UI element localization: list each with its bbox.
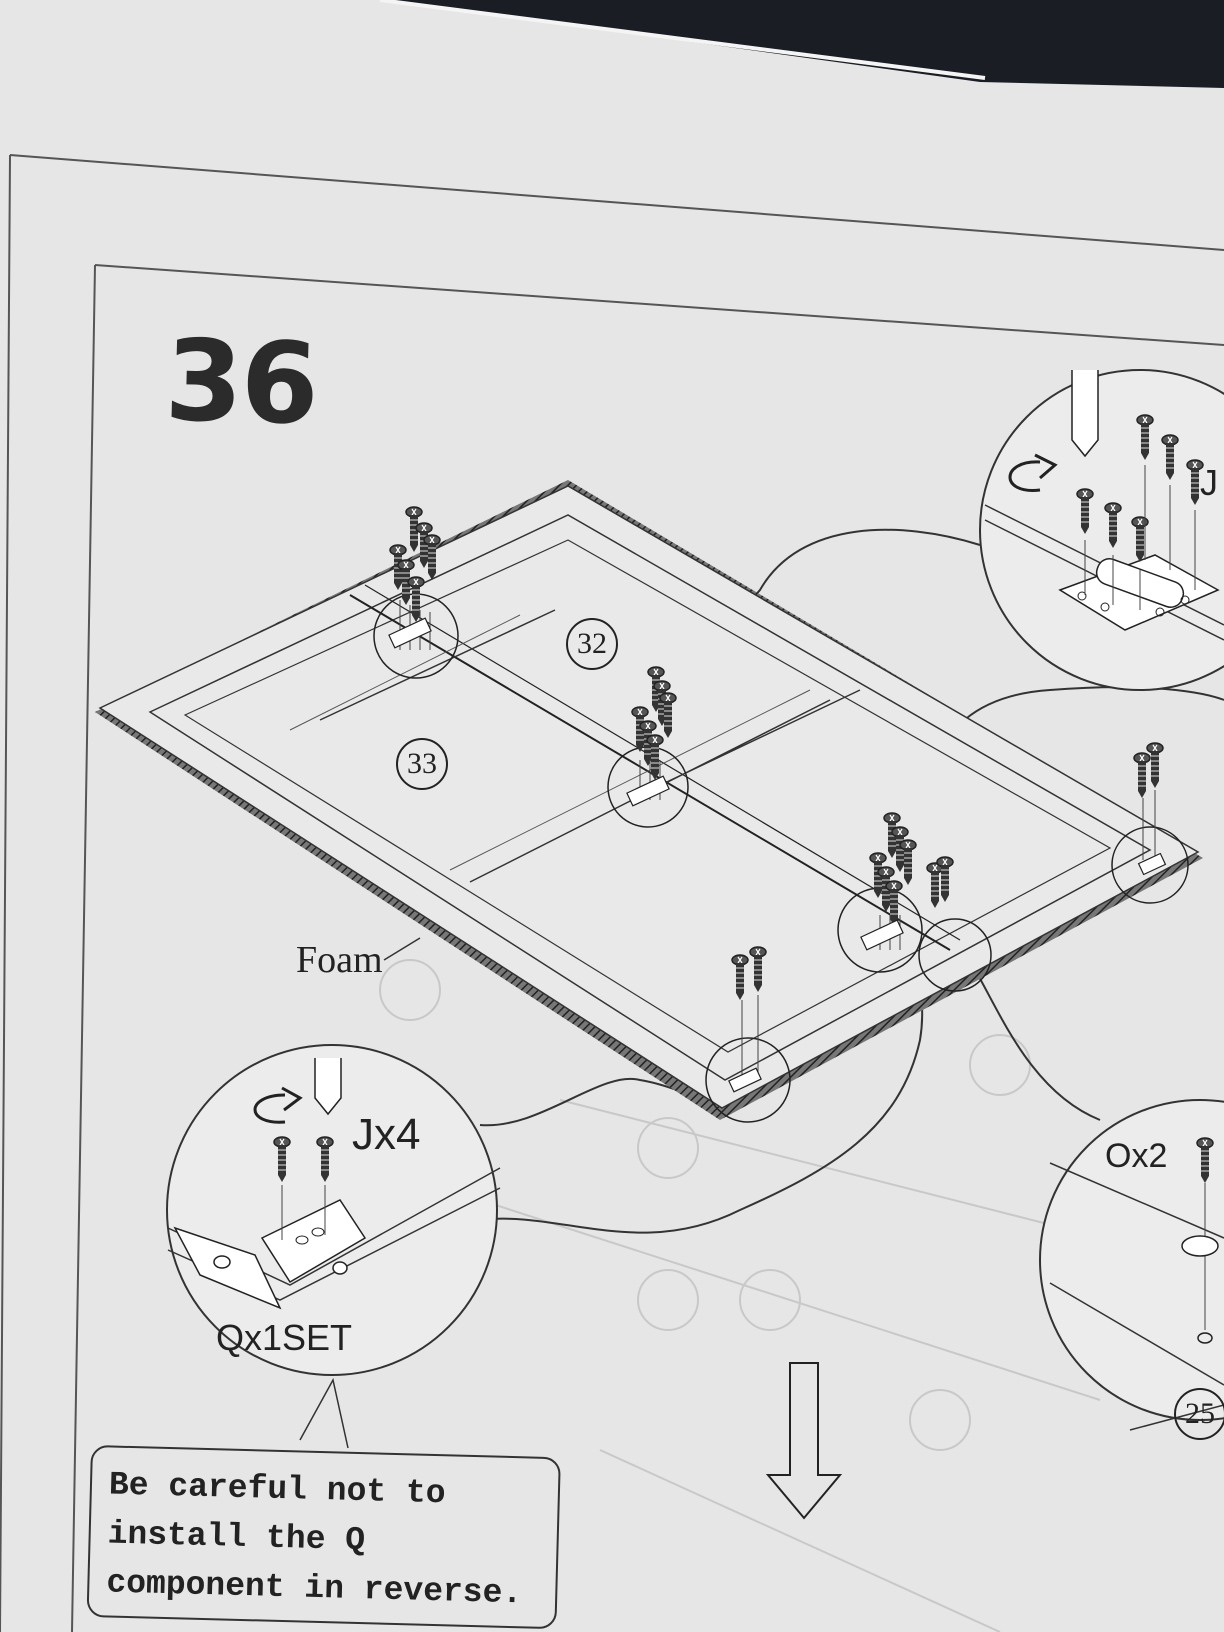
- inner-frame: [71, 264, 1224, 1632]
- outer-frame: [0, 154, 1224, 1632]
- foam-leader: [383, 937, 421, 961]
- part-label-25: 25: [1174, 1388, 1224, 1440]
- o-screws-label: Ox2: [1105, 1137, 1168, 1175]
- caution-line-3: component in reverse.: [105, 1564, 523, 1613]
- rotate-arrow-icon-2: [253, 1086, 303, 1124]
- hinge-detail-callout: [979, 369, 1224, 691]
- ghost-drawing: [379, 959, 1151, 1632]
- paper-edge: [379, 0, 986, 80]
- j-screws-label: Jx4: [352, 1110, 421, 1159]
- foam-label: Foam: [296, 939, 383, 981]
- q-detail-callout: [166, 1044, 501, 1376]
- part-label-33: 33: [396, 738, 448, 790]
- caution-note: Be careful not to install the Q componen…: [88, 1446, 560, 1628]
- rotate-arrow-icon: [1008, 453, 1058, 492]
- caution-leader: [299, 1377, 349, 1449]
- q-set-label: Qx1SET: [216, 1317, 353, 1358]
- j-partial-label: J: [1200, 462, 1218, 503]
- down-arrow-icon: [765, 1362, 843, 1520]
- brackets: [388, 617, 1167, 1093]
- screwdriver-icon: [1071, 370, 1099, 458]
- caution-box-outline: [86, 1445, 561, 1629]
- step-number: 36: [163, 316, 319, 450]
- screwdriver-icon-2: [314, 1058, 342, 1116]
- part-label-32: 32: [566, 618, 618, 670]
